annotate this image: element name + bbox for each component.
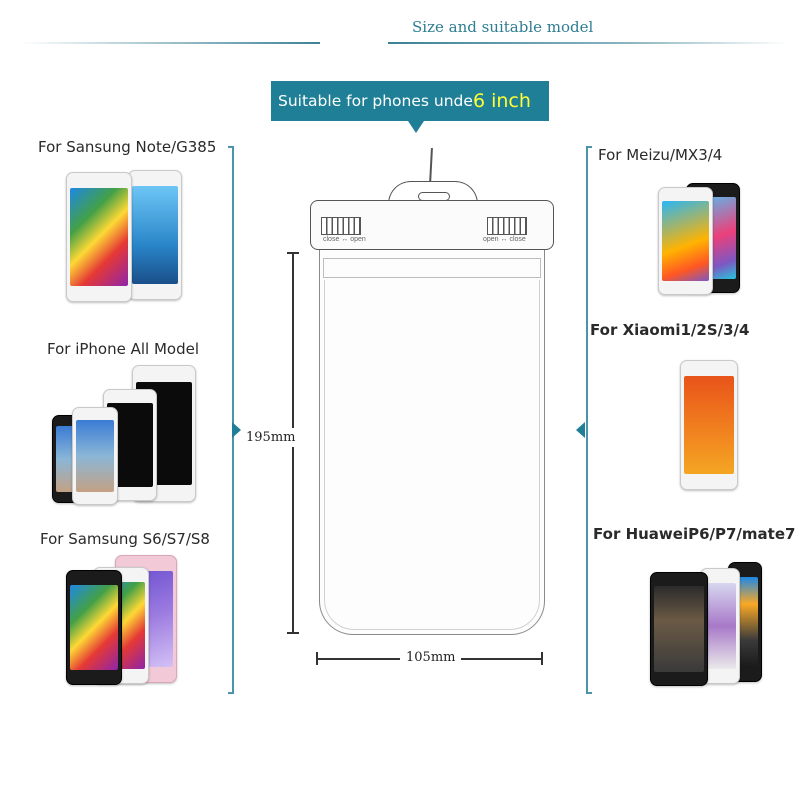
- pouch-seal-header: close ↔ open open ↔ close: [310, 200, 554, 250]
- banner-highlight: 6 inch: [472, 90, 531, 112]
- phone-image-xiaomi: [680, 360, 738, 490]
- model-label-xiaomi: For Xiaomi1/2S/3/4: [590, 321, 750, 339]
- lanyard-icon: [429, 147, 433, 185]
- triangle-right-icon: [232, 422, 241, 438]
- clip-left-label: close ↔ open: [323, 236, 366, 243]
- left-bracket: [228, 146, 234, 694]
- clip-left-icon: [321, 217, 361, 235]
- pouch-seal-strip: [323, 258, 541, 278]
- section-title: Size and suitable model: [412, 18, 594, 36]
- phone-image-huawei: [650, 562, 766, 687]
- phone-image-meizu: [658, 183, 742, 295]
- header-divider-left: [20, 42, 320, 44]
- phone-image-samsung-s: [66, 555, 186, 687]
- model-label-iphone: For iPhone All Model: [47, 340, 200, 358]
- model-label-meizu: For Meizu/MX3/4: [598, 146, 723, 164]
- height-dimension-label: 195mm: [246, 428, 296, 447]
- height-dimension-cap-top: [287, 252, 299, 254]
- header-divider-right: [388, 42, 788, 44]
- triangle-left-icon: [576, 422, 585, 438]
- width-dimension-cap-right: [541, 652, 543, 665]
- banner-text: Suitable for phones unde: [278, 92, 473, 110]
- pouch-body: [319, 250, 545, 635]
- width-dimension-label: 105mm: [400, 650, 462, 665]
- right-bracket: [586, 146, 592, 694]
- clip-right-icon: [487, 217, 527, 235]
- phone-image-iphone: [52, 365, 202, 507]
- model-label-huawei: For HuaweiP6/P7/mate7: [593, 525, 796, 543]
- pouch-inner-window: [324, 280, 540, 630]
- banner-pointer-icon: [408, 121, 424, 133]
- height-dimension-cap-bottom: [287, 632, 299, 634]
- width-dimension-cap-left: [316, 652, 318, 665]
- clip-right-label: open ↔ close: [483, 236, 526, 243]
- model-label-samsung-note: For Sansung Note/G385: [38, 138, 217, 156]
- model-label-samsung-s: For Samsung S6/S7/S8: [40, 530, 210, 548]
- phone-image-samsung-note: [66, 168, 186, 303]
